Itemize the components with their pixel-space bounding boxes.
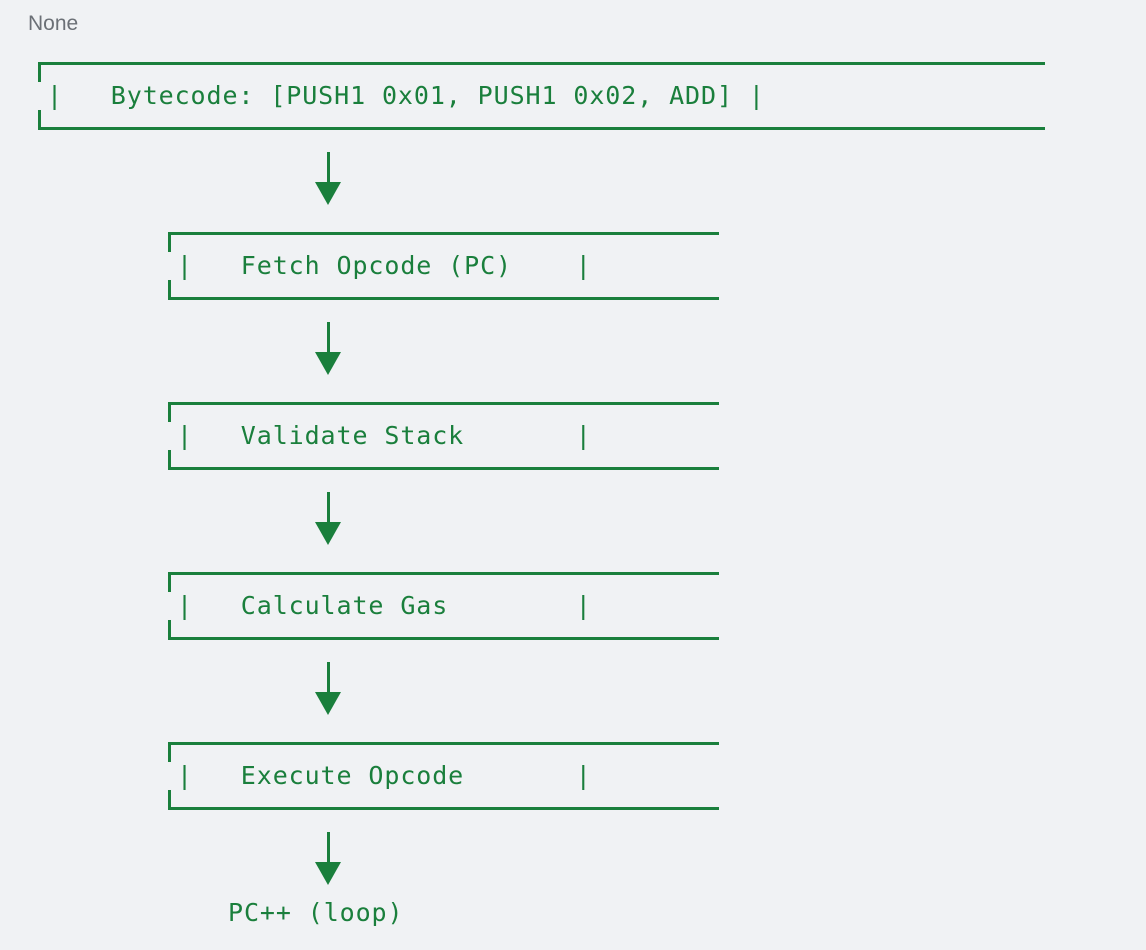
flow-node-bytecode-label: | Bytecode: [PUSH1 0x01, PUSH1 0x02, ADD… bbox=[47, 81, 765, 110]
node-corner-top-left bbox=[38, 62, 41, 82]
arrow-down-icon bbox=[315, 692, 341, 715]
node-corner-bottom-right bbox=[719, 620, 722, 640]
node-corner-bottom-right bbox=[719, 280, 722, 300]
flow-connector-1 bbox=[308, 152, 348, 210]
node-corner-bottom-left bbox=[168, 790, 171, 810]
node-corner-top-left bbox=[168, 402, 171, 422]
flow-node-execute: | Execute Opcode | bbox=[168, 742, 722, 810]
arrow-down-icon bbox=[315, 862, 341, 885]
flow-node-gas: | Calculate Gas | bbox=[168, 572, 722, 640]
arrow-down-icon bbox=[315, 182, 341, 205]
connector-stem-icon bbox=[326, 152, 330, 182]
node-corner-bottom-left bbox=[38, 110, 41, 130]
node-corner-top-left bbox=[168, 742, 171, 762]
node-corner-bottom-right bbox=[719, 790, 722, 810]
node-corner-bottom-left bbox=[168, 620, 171, 640]
flow-node-validate-label: | Validate Stack | bbox=[177, 421, 592, 450]
node-corner-top-right bbox=[719, 742, 722, 762]
connector-stem-icon bbox=[326, 662, 330, 692]
node-corner-bottom-right bbox=[1045, 110, 1048, 130]
node-corner-bottom-left bbox=[168, 450, 171, 470]
connector-stem-icon bbox=[326, 322, 330, 352]
connector-stem-icon bbox=[326, 492, 330, 522]
node-corner-top-left bbox=[168, 572, 171, 592]
flow-node-validate: | Validate Stack | bbox=[168, 402, 722, 470]
node-corner-top-right bbox=[719, 572, 722, 592]
node-corner-top-right bbox=[719, 232, 722, 252]
flow-node-fetch: | Fetch Opcode (PC) | bbox=[168, 232, 722, 300]
arrow-down-icon bbox=[315, 352, 341, 375]
node-corner-bottom-left bbox=[168, 280, 171, 300]
flow-connector-3 bbox=[308, 492, 348, 550]
connector-stem-icon bbox=[326, 832, 330, 862]
arrow-down-icon bbox=[315, 522, 341, 545]
flow-connector-4 bbox=[308, 662, 348, 720]
node-corner-top-left bbox=[168, 232, 171, 252]
flow-node-execute-label: | Execute Opcode | bbox=[177, 761, 592, 790]
flow-node-fetch-label: | Fetch Opcode (PC) | bbox=[177, 251, 592, 280]
flow-connector-2 bbox=[308, 322, 348, 380]
flow-node-bytecode: | Bytecode: [PUSH1 0x01, PUSH1 0x02, ADD… bbox=[38, 62, 1048, 130]
page-caption: None bbox=[28, 12, 79, 35]
flow-terminal-loop-label: PC++ (loop) bbox=[228, 898, 404, 927]
flow-node-gas-label: | Calculate Gas | bbox=[177, 591, 592, 620]
node-corner-top-right bbox=[1045, 62, 1048, 82]
node-corner-top-right bbox=[719, 402, 722, 422]
node-corner-bottom-right bbox=[719, 450, 722, 470]
flow-connector-5 bbox=[308, 832, 348, 890]
